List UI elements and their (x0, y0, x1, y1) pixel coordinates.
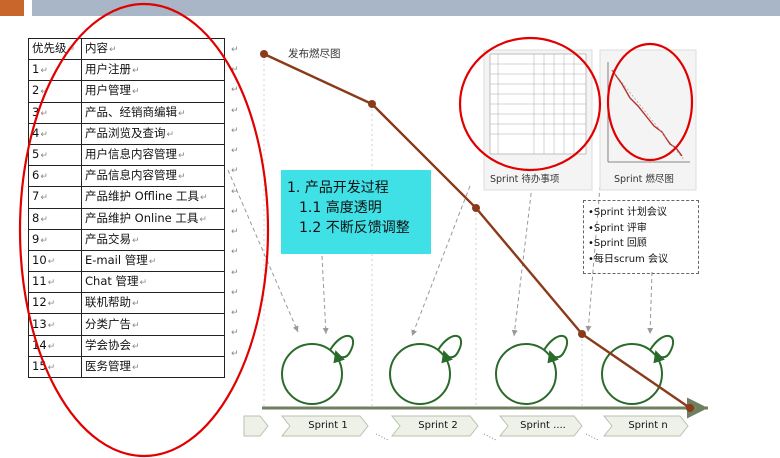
vertical-guides (263, 54, 583, 408)
row-priority: 4 (32, 125, 40, 140)
svg-text:↵: ↵ (231, 247, 239, 257)
sprint-label: Sprint 2 (418, 420, 458, 431)
process-heading: 1. 产品开发过程 (287, 180, 389, 196)
process-item-feedback: 1.2 不断反馈调整 (299, 220, 410, 236)
return-markers: ↵ ↵ ↵ ↵ ↵ ↵ ↵ ↵ ↵ ↵ ↵ ↵ ↵ ↵ ↵ ↵ (231, 45, 239, 359)
row-content: 分类广告 (85, 316, 131, 331)
meeting-item: •Sprint 评审 (588, 222, 647, 234)
row-content: 用户信息内容管理 (85, 147, 177, 162)
sprint-burndown-thumbnail (599, 49, 697, 191)
row-content: 用户管理 (85, 83, 131, 98)
flow-arrows (227, 169, 654, 337)
row-priority: 2 (32, 83, 40, 98)
burndown-chart-title: 发布燃尽图 (288, 48, 341, 60)
table-row: 6↵产品信息内容管理↵ (28, 165, 225, 188)
sprint-label: Sprint n (628, 420, 668, 431)
table-row: 8↵产品维护 Online 工具↵ (28, 207, 225, 230)
row-priority: 6 (32, 168, 40, 183)
burndown-point (368, 100, 376, 108)
table-row: 5↵用户信息内容管理↵ (28, 143, 225, 167)
row-content: 学会协会 (85, 337, 131, 352)
svg-text:↵: ↵ (231, 207, 239, 217)
svg-text:↵: ↵ (231, 106, 239, 116)
corner-gap (24, 0, 32, 16)
table-row: 11↵Chat 管理↵ (28, 271, 225, 294)
row-priority: 1 (32, 62, 40, 77)
top-bar (0, 0, 780, 16)
cycle-icon (495, 335, 569, 405)
svg-text:↵: ↵ (231, 166, 239, 176)
row-content: 联机帮助 (85, 295, 131, 310)
svg-text:↵: ↵ (231, 328, 239, 338)
svg-text:↵: ↵ (231, 268, 239, 278)
sprint-cycle-loops (281, 335, 675, 405)
meeting-item: •Sprint 回顾 (588, 238, 647, 249)
backlog-table: 优先级↵ 内容↵ 1↵用户注册↵ 2↵用户管理↵ 3↵产品、经销商编辑↵ 4↵产… (28, 37, 225, 379)
row-content: 产品、经销商编辑 (85, 104, 177, 119)
meeting-item: •Sprint 计划会议 (588, 207, 667, 218)
table-row: 10↵E-mail 管理↵ (28, 249, 225, 273)
svg-text:↵: ↵ (231, 85, 239, 95)
row-content: 产品浏览及查询 (85, 125, 166, 140)
row-content: Chat 管理 (85, 274, 139, 289)
row-priority: 12 (32, 295, 47, 310)
burndown-point (578, 330, 586, 338)
table-row: 2↵用户管理↵ (28, 80, 225, 103)
row-content: 产品维护 Online 工具 (85, 210, 199, 225)
svg-text:↵: ↵ (231, 308, 239, 318)
sprint-burndown-label: Sprint 燃尽图 (614, 174, 674, 185)
svg-text:↵: ↵ (231, 187, 239, 197)
highlight-ellipses (18, 2, 694, 458)
cycle-icon (389, 335, 463, 405)
sprint-backlog-label: Sprint 待办事项 (490, 174, 560, 185)
svg-text:↵: ↵ (231, 45, 239, 55)
row-priority: 7 (32, 189, 40, 204)
row-priority: 13 (32, 316, 47, 331)
sprint-label: Sprint .... (520, 420, 566, 431)
table-row: 4↵产品浏览及查询↵ (28, 122, 225, 145)
burndown-point (472, 204, 480, 212)
svg-text:↵: ↵ (231, 349, 239, 359)
timeline-dots (375, 433, 599, 441)
row-content: 用户注册 (85, 62, 131, 77)
cycle-icon (281, 335, 355, 405)
row-priority: 8 (32, 210, 40, 225)
svg-text:↵: ↵ (231, 146, 239, 156)
row-content: E-mail 管理 (85, 252, 148, 267)
corner-accent (0, 0, 24, 16)
burndown-line (260, 50, 694, 412)
row-priority: 11 (32, 274, 47, 289)
svg-text:↵: ↵ (231, 65, 239, 75)
row-priority: 10 (32, 252, 47, 267)
svg-text:↵: ↵ (231, 126, 239, 136)
row-priority: 5 (32, 147, 40, 162)
row-content: 医务管理 (85, 358, 131, 373)
row-content: 产品维护 Offline 工具 (85, 189, 200, 204)
burndown-point (686, 404, 694, 412)
row-priority: 9 (32, 231, 40, 246)
row-content: 产品信息内容管理 (85, 168, 177, 183)
scrum-meetings-box: •Sprint 计划会议 •Sprint 评审 •Sprint 回顾 •每日sc… (583, 200, 699, 274)
cycle-icon (601, 335, 675, 405)
product-process-box: 1. 产品开发过程 1.1 高度透明 1.2 不断反馈调整 (281, 170, 431, 254)
sprint-chevrons (243, 415, 689, 437)
table-row: 3↵产品、经销商编辑↵ (28, 101, 225, 124)
row-content: 产品交易 (85, 231, 131, 246)
row-priority: 3 (32, 104, 40, 119)
sprint-backlog-thumbnail (483, 49, 593, 191)
process-item-transparency: 1.1 高度透明 (299, 200, 382, 216)
sprint-label: Sprint 1 (308, 420, 348, 431)
header-content: 内容↵ (81, 37, 225, 61)
burndown-point (260, 50, 268, 58)
table-row: 12↵联机帮助↵ (28, 292, 225, 315)
meeting-item: •每日scrum 会议 (588, 253, 668, 265)
svg-text:↵: ↵ (231, 288, 239, 298)
table-header-row: 优先级↵ 内容↵ (28, 37, 225, 61)
table-row: 15↵医务管理↵ (28, 355, 225, 379)
svg-text:↵: ↵ (231, 227, 239, 237)
